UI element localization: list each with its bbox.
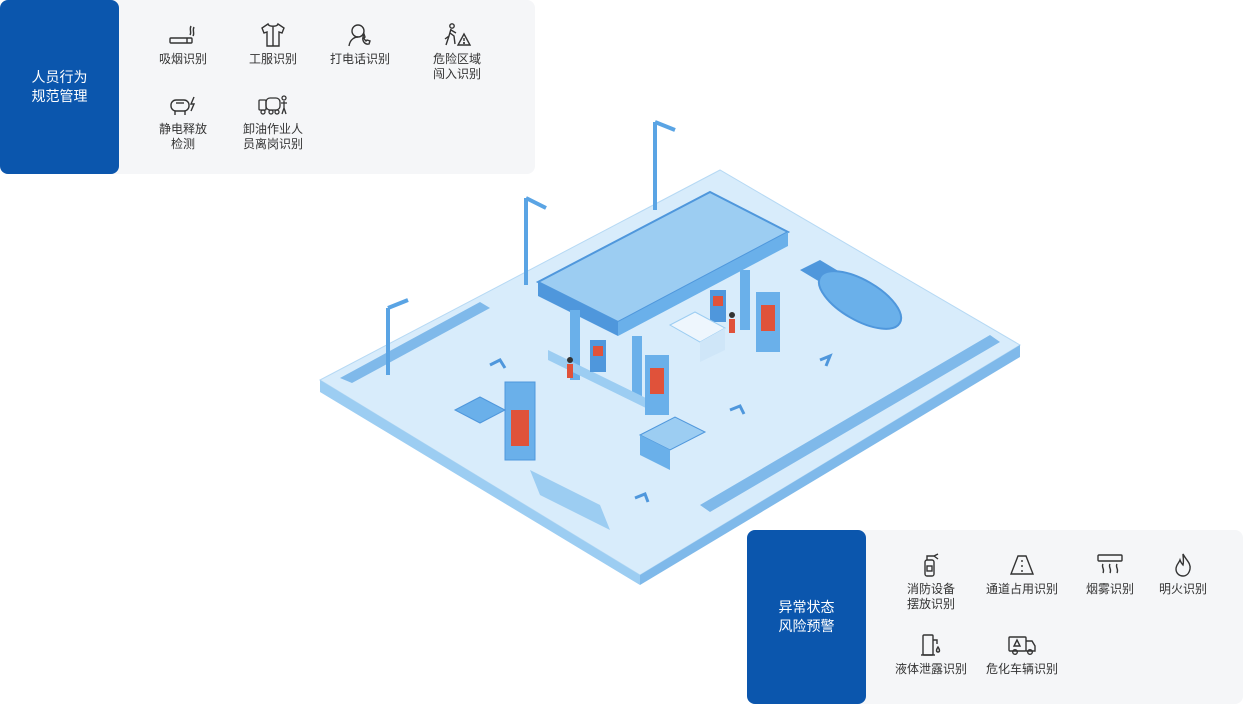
flame-icon (1168, 552, 1198, 578)
behavior-item-phone[interactable]: 打电话识别 (315, 22, 405, 67)
warning-item-fire-equipment[interactable]: 消防设备 摆放识别 (886, 552, 976, 612)
tanker-truck (800, 260, 903, 330)
fire-extinguisher-icon (916, 552, 946, 578)
liquid-leak-icon (916, 632, 946, 658)
price-sign-display (650, 368, 664, 394)
curb-left (340, 302, 490, 383)
behavior-item-static[interactable]: 静电释放 检测 (138, 92, 228, 152)
warning-item-hazmat-vehicle[interactable]: 危化车辆识别 (977, 632, 1067, 677)
warning-item-smoke[interactable]: 烟雾识别 (1065, 552, 1155, 597)
parked-car (453, 396, 507, 424)
curb-corner (530, 470, 610, 530)
behavior-item-danger-zone[interactable]: 危险区域 闯入识别 (412, 22, 502, 82)
price-sign-display (511, 410, 529, 446)
cigarette-icon (168, 22, 198, 48)
fuel-pump-display (593, 346, 603, 356)
box-truck (638, 416, 707, 470)
worker (567, 357, 573, 378)
gas-station-illustration (318, 120, 1021, 585)
canopy-pillar (570, 310, 580, 380)
fuel-pump-display (713, 296, 723, 306)
phone-call-icon (345, 22, 375, 48)
canopy-side (618, 232, 788, 336)
warning-panel-title: 异常状态 风险预警 (747, 530, 866, 704)
price-sign (504, 381, 536, 461)
street-lamp (386, 120, 676, 375)
passage-icon (1007, 552, 1037, 578)
work-uniform-icon (258, 22, 288, 48)
slab-front-left (320, 380, 640, 585)
canopy-pillar (632, 336, 642, 398)
warning-item-flame[interactable]: 明火识别 (1138, 552, 1228, 597)
price-sign-display (761, 305, 775, 331)
canopy-pillar (740, 270, 750, 330)
static-discharge-icon (168, 92, 198, 118)
pump-island (548, 350, 650, 410)
hazmat-truck-icon (1007, 632, 1037, 658)
worker (729, 312, 735, 333)
oil-truck-worker-icon (258, 92, 288, 118)
arrow-marking (729, 404, 746, 415)
slab-front-right (640, 345, 1020, 585)
arrow-marking (634, 492, 650, 503)
behavior-item-uniform[interactable]: 工服识别 (228, 22, 318, 67)
canopy-front (538, 282, 618, 336)
warning-item-liquid-leak[interactable]: 液体泄露识别 (886, 632, 976, 677)
behavior-item-oil-worker[interactable]: 卸油作业人 员离岗识别 (228, 92, 318, 152)
behavior-panel-title: 人员行为 规范管理 (0, 0, 119, 174)
arrow-marking (819, 353, 833, 367)
danger-zone-icon (442, 22, 472, 48)
white-truck (668, 311, 727, 362)
curb-right (700, 335, 1000, 512)
behavior-item-smoking[interactable]: 吸烟识别 (138, 22, 228, 67)
warning-item-passage[interactable]: 通道占用识别 (977, 552, 1067, 597)
arrow-marking (489, 358, 507, 369)
smoke-icon (1095, 552, 1125, 578)
